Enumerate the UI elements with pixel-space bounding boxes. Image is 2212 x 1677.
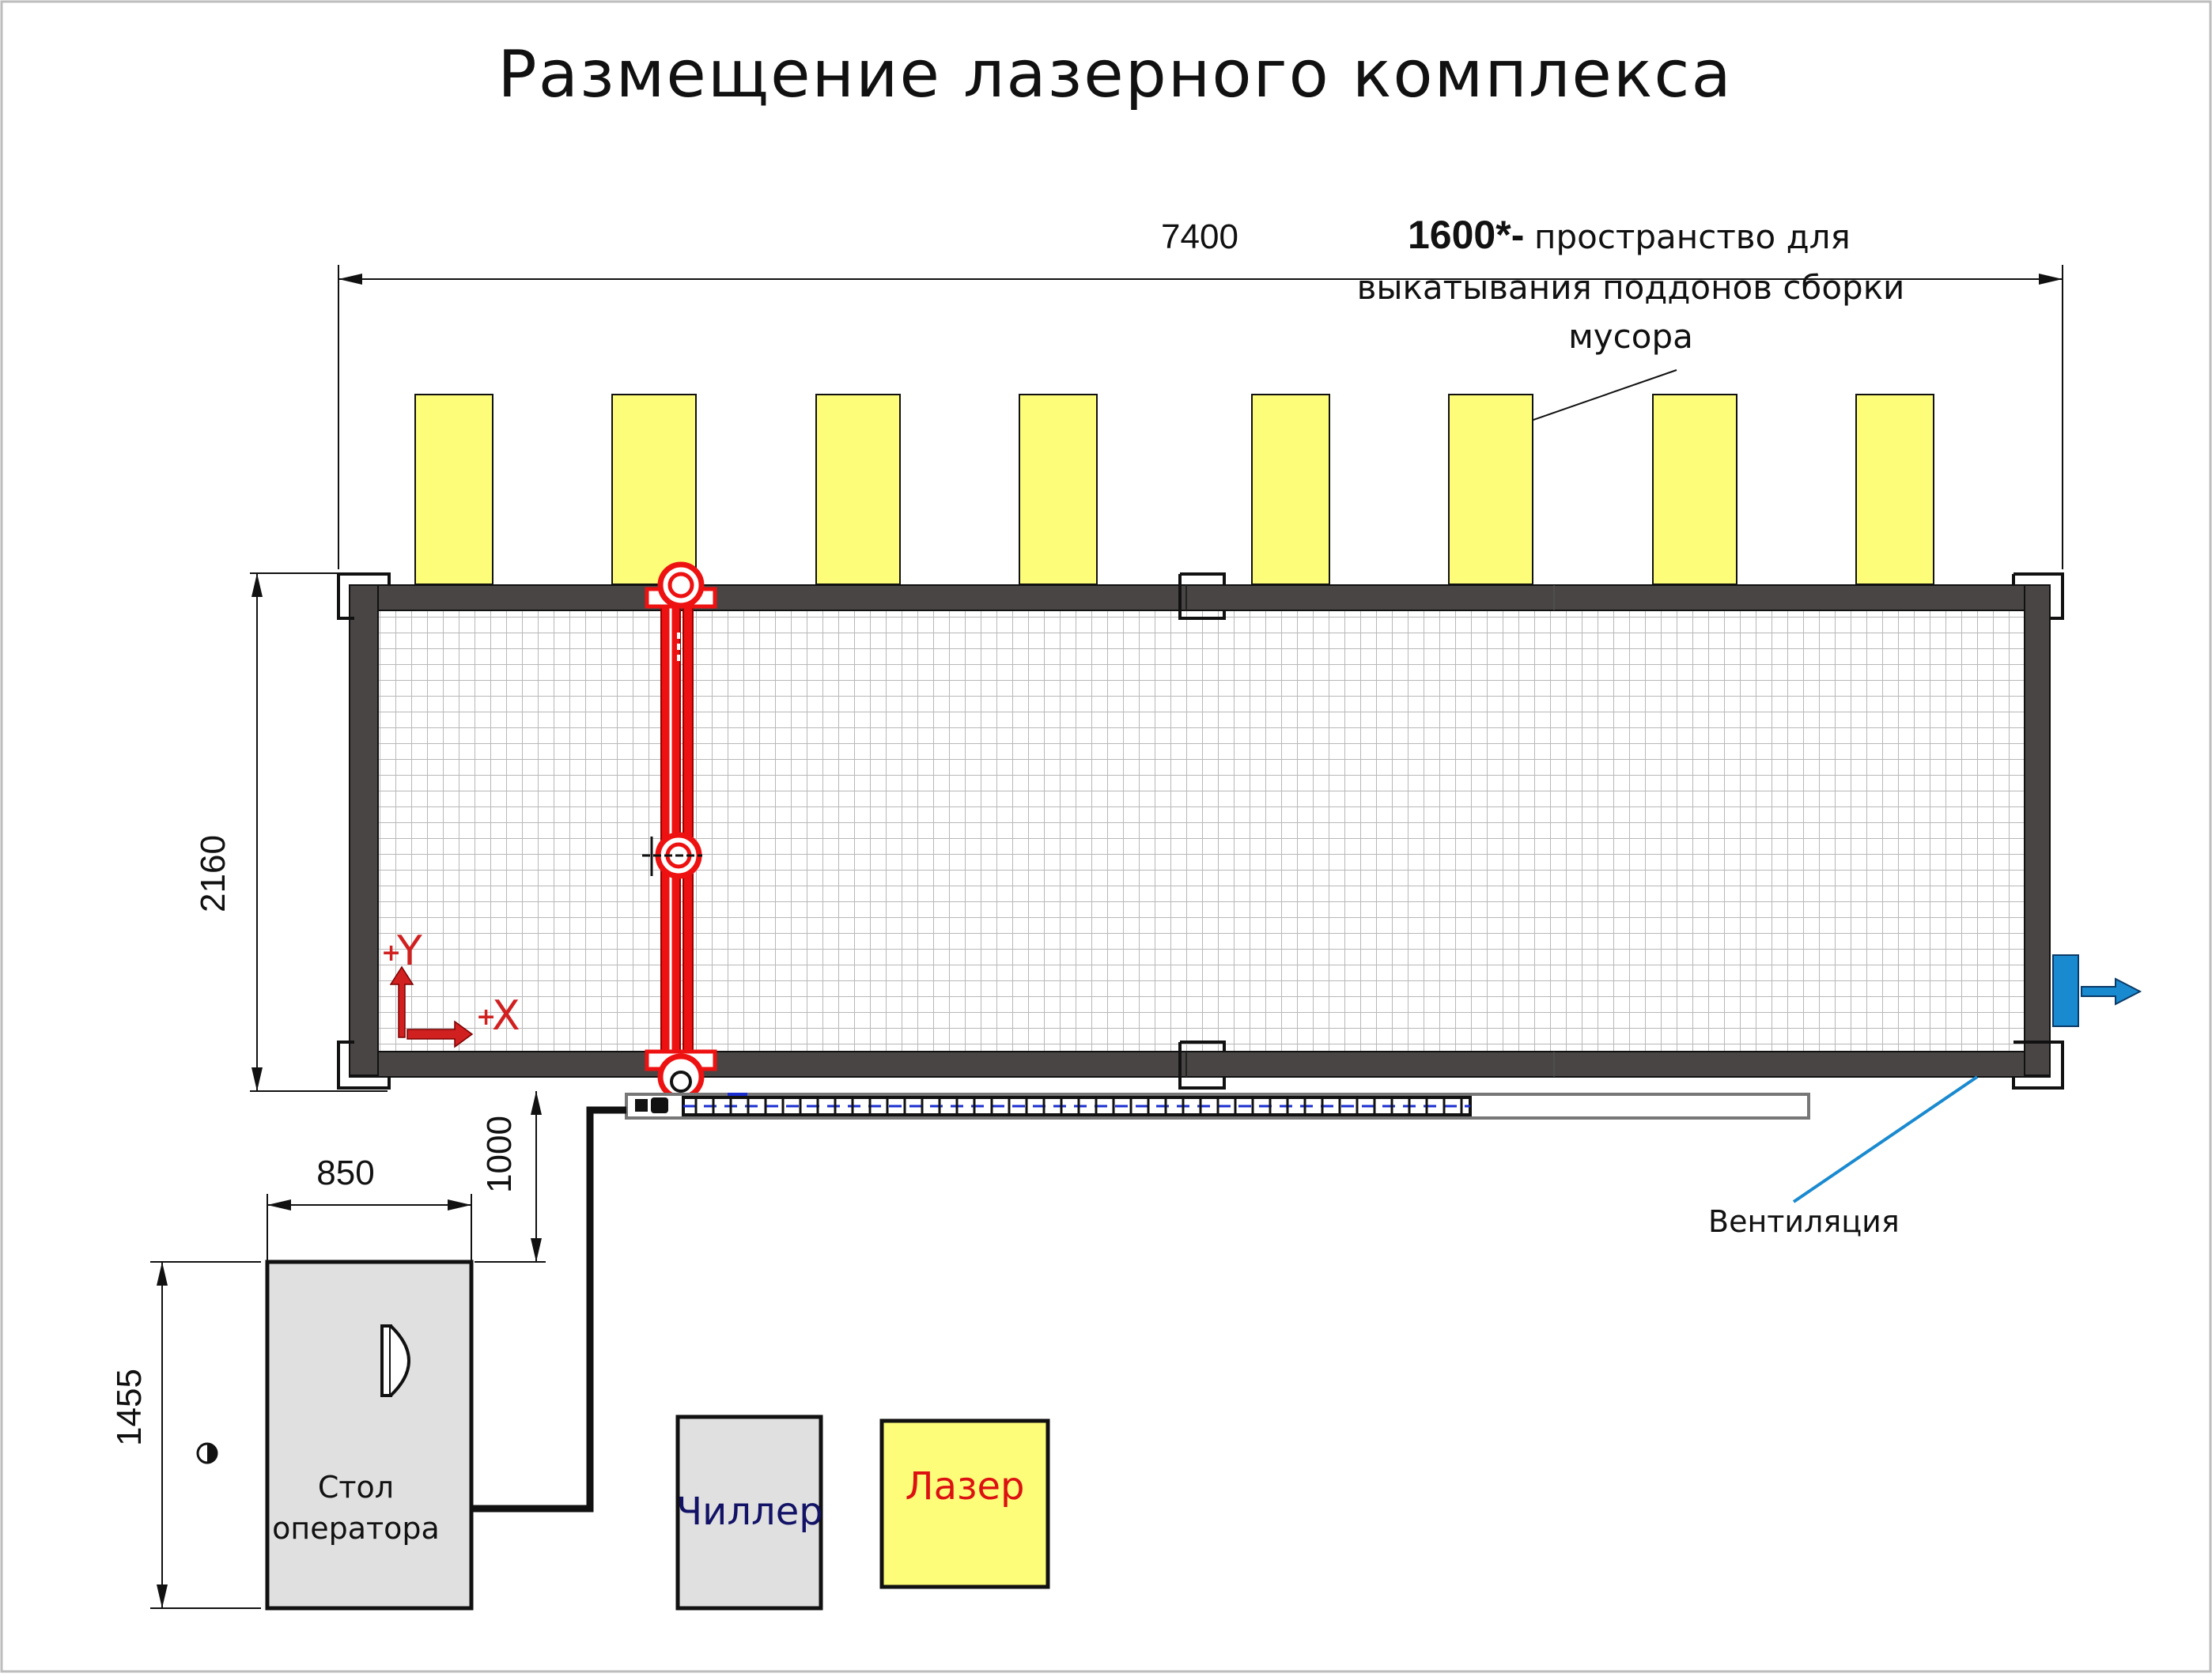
pallet [815, 394, 901, 585]
gantry [642, 561, 717, 1101]
chiller-unit: Чиллер [675, 1414, 823, 1611]
axis-x-label: X [492, 992, 520, 1040]
pallet [414, 394, 493, 585]
dimension-table-height: 1455 [110, 1261, 261, 1609]
dimension-overall-width: 7400 [338, 217, 2063, 569]
dimension-table-width: 850 [267, 1154, 472, 1260]
operator-chair-icon [380, 1324, 392, 1397]
cable-chain [625, 1093, 1810, 1120]
pallet [1855, 394, 1934, 585]
axis-y-plus: + [381, 939, 401, 967]
operator-table: Стол оператора [265, 1260, 474, 1611]
axis-indicator: + Y + X [381, 927, 520, 1048]
space-note-line3: мусора [1568, 317, 1693, 356]
page-title: Размещение лазерного комплекса [497, 37, 1732, 112]
space-note-line2: выкатывания поддонов сборки [1357, 268, 1905, 307]
dimension-offset: 1000 [475, 1091, 546, 1263]
machine-frame [349, 584, 2051, 1078]
pallet [1251, 394, 1330, 585]
space-note-line1: пространство для [1534, 217, 1851, 256]
dimension-overall-width-value: 7400 [1161, 217, 1238, 256]
dimension-height-value: 2160 [194, 835, 233, 912]
pallet [1019, 394, 1098, 585]
axis-x-plus: + [476, 1003, 496, 1031]
control-cable [473, 1106, 626, 1513]
ventilation-label: Вентиляция [1708, 1204, 1900, 1239]
dimension-table-width-value: 850 [316, 1154, 374, 1192]
pallet [1652, 394, 1737, 585]
dimension-table-height-value: 1455 [110, 1369, 149, 1446]
space-note: 1600*- пространство для выкатывания подд… [1357, 213, 1905, 434]
leg-brackets [337, 572, 2064, 1090]
chiller-label: Чиллер [676, 1490, 822, 1534]
ventilation-fan: Вентиляция [1708, 954, 2142, 1239]
pallet [1448, 394, 1533, 585]
operator-table-label-line1: Стол [318, 1470, 394, 1505]
operator-table-label-line2: оператора [272, 1511, 440, 1546]
pallet-group [414, 394, 1934, 585]
pallet [611, 394, 697, 585]
laser-source: Лазер [879, 1418, 1050, 1589]
dimension-offset-value: 1000 [480, 1116, 519, 1193]
ventilation-leader [1792, 1075, 1979, 1203]
axis-y-label: Y [396, 927, 422, 975]
space-note-bold: 1600*- [1408, 213, 1524, 257]
laser-label: Лазер [905, 1464, 1024, 1509]
cutting-grid [363, 606, 2029, 1056]
